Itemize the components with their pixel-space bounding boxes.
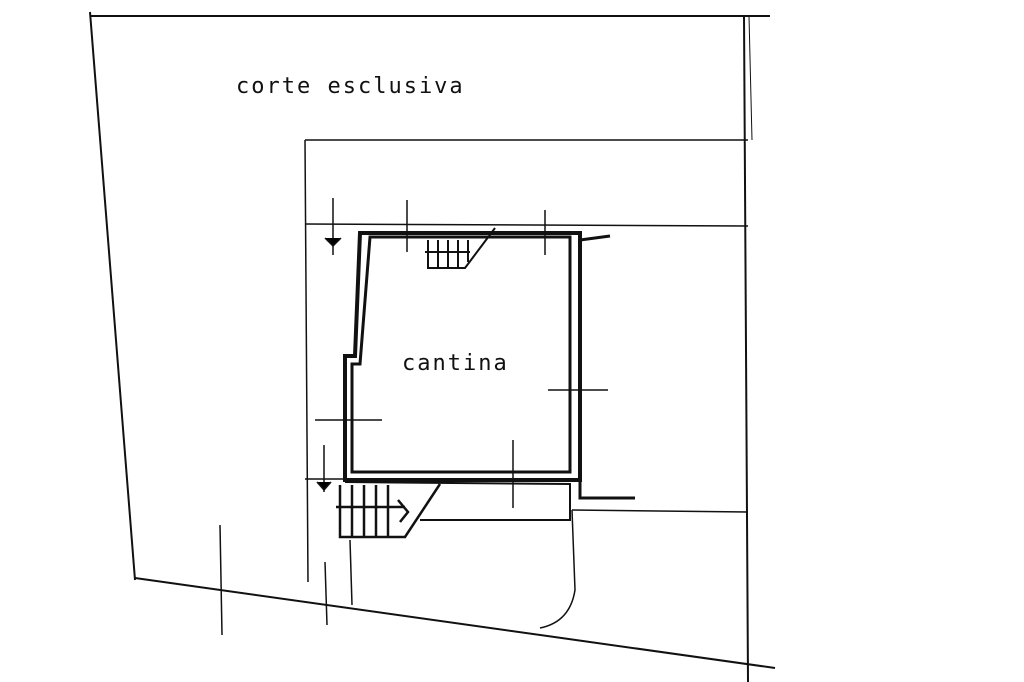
room-label: cantina <box>402 351 509 376</box>
courtyard-label: corte esclusiva <box>236 74 465 99</box>
building-outline <box>219 139 749 636</box>
upper-stair <box>425 227 496 269</box>
section-marks <box>315 198 608 508</box>
site-boundary <box>89 11 776 682</box>
cantina-walls <box>343 231 635 521</box>
lower-stair <box>336 483 442 539</box>
